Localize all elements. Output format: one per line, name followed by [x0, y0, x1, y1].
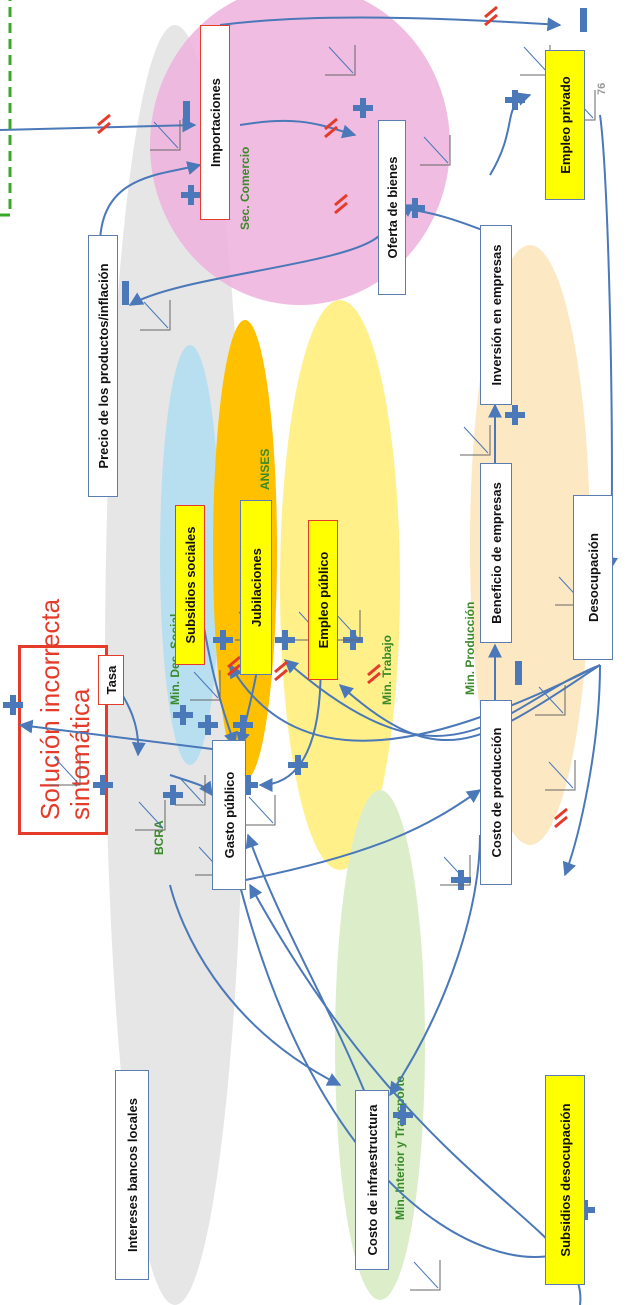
plus-icon [163, 785, 183, 805]
node-costo-infraestructura: Costo de infraestructura [355, 1090, 389, 1270]
plus-icon [505, 90, 525, 110]
arrow-gasto-infra [169, 884, 342, 1086]
trend-graph-icon [545, 760, 576, 791]
minus-icon [122, 281, 129, 305]
trend-graph-icon [410, 1260, 441, 1291]
arrow-desoc-subsidios [562, 664, 601, 877]
delay-marker-icon [274, 660, 288, 682]
arrow-infra-gasto [245, 833, 371, 1106]
trend-graph-icon [50, 755, 81, 786]
node-empleo-privado: Empleo privado [545, 50, 585, 200]
trend-graph-icon [535, 685, 566, 716]
arrow-precio-importaciones [99, 161, 202, 246]
delay-marker-icon [227, 655, 241, 677]
arrow-costoprod-infra [389, 834, 481, 1097]
arrow-oferta-precio [128, 234, 381, 306]
delay-marker-icon [367, 663, 381, 685]
node-precio-inflacion: Precio de los productos/inflación [88, 235, 118, 497]
arrow-gasto-up [18, 719, 221, 751]
arrow-gasto-costoprod [219, 789, 482, 886]
node-desocupacion: Desocupación [573, 495, 613, 660]
node-importaciones: Importaciones [200, 25, 230, 220]
plus-icon [393, 1105, 413, 1125]
arrow-left-to-importaciones [0, 118, 197, 133]
delay-marker-icon [484, 5, 498, 27]
plus-icon [275, 630, 295, 650]
region-trabajo [280, 300, 400, 870]
node-oferta-bienes: Oferta de bienes [378, 120, 406, 295]
delay-marker-icon [334, 193, 348, 215]
plus-icon [505, 405, 525, 425]
delay-marker-icon [554, 807, 568, 829]
arrow-importaciones-empleo [219, 16, 562, 32]
arrow-desoc-empleopub [338, 664, 601, 742]
minus-icon [183, 101, 190, 125]
trend-graph-icon [140, 300, 171, 331]
node-beneficio-empresas: Beneficio de empresas [480, 463, 512, 643]
node-empleo-publico: Empleo público [308, 520, 338, 680]
minus-icon [515, 661, 522, 685]
plus-icon [233, 715, 253, 735]
node-inversion-empresas: Inversión en empresas [480, 225, 512, 405]
node-subsidios-desocupacion: Subsidios desocupación [545, 1075, 585, 1285]
arrow-intereses-gasto [169, 774, 213, 797]
trend-graph-icon [245, 795, 276, 826]
node-intereses-bancos: Intereses bancos locales [115, 1070, 149, 1280]
plus-icon [3, 695, 23, 715]
trend-graph-icon [190, 670, 221, 701]
arrow-importaciones-oferta [239, 119, 357, 139]
delay-marker-icon [97, 113, 111, 135]
node-subsidios-sociales: Subsidios sociales [175, 505, 205, 665]
node-jubilaciones: Jubilaciones [240, 500, 272, 675]
trend-graph-icon [440, 855, 471, 886]
plus-icon [353, 98, 373, 118]
trend-graph-icon [460, 425, 491, 456]
plus-icon [181, 185, 201, 205]
plus-icon [213, 630, 233, 650]
arrow-desoc-subsociales [229, 663, 601, 742]
trend-graph-icon [135, 800, 166, 831]
page-number: 76 [596, 82, 608, 95]
minus-icon [580, 8, 587, 32]
trend-graph-icon [420, 135, 451, 166]
node-gasto-publico: Gasto público [212, 740, 246, 890]
plus-icon [198, 715, 218, 735]
delay-marker-icon [324, 117, 338, 139]
trend-graph-icon [330, 610, 361, 641]
plus-icon [173, 705, 193, 725]
node-tasa: Tasa [98, 655, 124, 705]
trend-graph-icon [150, 120, 181, 151]
plus-icon [288, 755, 308, 775]
plus-icon [93, 775, 113, 795]
node-costo-produccion: Costo de producción [480, 700, 512, 885]
trend-graph-icon [175, 775, 206, 806]
trend-graph-icon [325, 45, 356, 76]
plus-icon [405, 198, 425, 218]
